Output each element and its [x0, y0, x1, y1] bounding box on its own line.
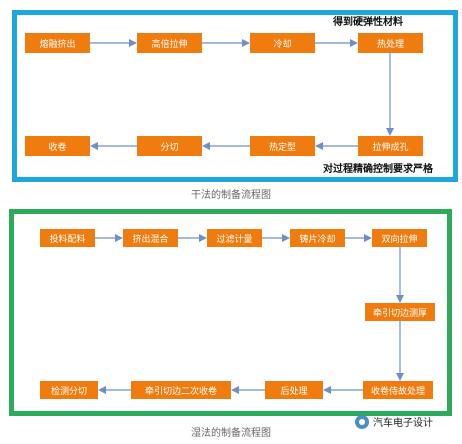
wet-step-10: 检测分切 [40, 381, 98, 399]
wet-step-3: 过滤计量 [207, 229, 262, 247]
dry-step-4: 热处理 [358, 33, 423, 53]
wet-step-1: 投料配料 [40, 229, 95, 247]
dry-step-3: 冷却 [250, 33, 315, 53]
wet-step-2: 挤出混合 [123, 229, 178, 247]
dry-step-1: 熔融挤出 [25, 33, 90, 53]
wet-caption: 湿法的制备流程图 [191, 428, 271, 439]
wet-step-6: 牵引切边测厚 [365, 303, 435, 321]
dry-caption: 干法的制备流程图 [191, 190, 271, 201]
dry-step-5: 拉伸成孔 [358, 136, 423, 156]
wet-process-panel [9, 209, 452, 416]
dry-note-top: 得到硬弹性材料 [333, 17, 403, 28]
wet-step-9: 牵引切边二次收卷 [131, 381, 231, 399]
wet-step-7: 收卷侍故处理 [363, 381, 433, 399]
dry-step-7: 分切 [137, 136, 202, 156]
wechat-icon [355, 414, 369, 429]
watermark: 汽车电子设计 [355, 414, 433, 429]
dry-step-6: 热定型 [250, 136, 315, 156]
dry-note-bottom: 对过程精确控制要求严格 [323, 164, 433, 175]
wet-step-5: 双向拉伸 [372, 229, 427, 247]
dry-process-panel [12, 10, 458, 182]
dry-step-8: 收卷 [25, 136, 90, 156]
watermark-text: 汽车电子设计 [373, 418, 433, 429]
wet-step-4: 铸片冷却 [290, 229, 345, 247]
wet-step-8: 后处理 [265, 381, 323, 399]
dry-step-2: 高倍拉伸 [137, 33, 202, 53]
